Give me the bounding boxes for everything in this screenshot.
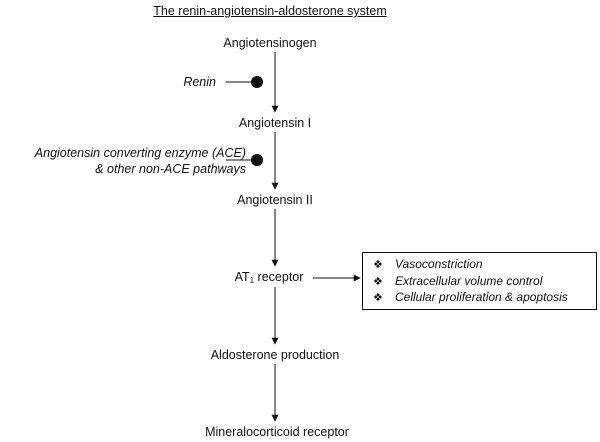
node-angiotensin-1: Angiotensin I [238,116,312,130]
label-ace-line1: Angiotensin converting enzyme (ACE) [34,146,246,160]
effect-item: ❖ Vasoconstriction [373,257,596,274]
effect-label: Cellular proliferation & apoptosis [395,290,568,304]
node-mineralocorticoid-receptor: Mineralocorticoid receptor [205,425,349,439]
inhibitor-dot-renin [251,76,263,88]
diamond-four-bullet-icon: ❖ [373,275,383,288]
effect-label: Extracellular volume control [395,273,543,288]
node-angiotensin-2: Angiotensin II [237,193,313,207]
inhibitor-dot-ace [251,154,263,166]
node-at1-receptor: AT1 receptor [235,270,304,288]
label-ace-line2: & other non-ACE pathways [95,162,246,176]
diagram-title: The renin-angiotensin-aldosterone system [153,4,387,18]
effect-item: ❖ Extracellular volume control [373,274,596,291]
node-aldosterone-production: Aldosterone production [210,348,340,362]
effect-item: ❖ Cellular proliferation & apoptosis [373,290,596,307]
diamond-four-bullet-icon: ❖ [373,292,383,304]
effects-box: ❖ Vasoconstriction ❖ Extracellular volume … [362,252,597,310]
effects-list: ❖ Vasoconstriction ❖ Extracellular volume … [363,253,596,307]
node-angiotensinogen: Angiotensinogen [223,36,317,50]
label-renin: Renin [183,75,216,89]
effect-label: Vasoconstriction [395,257,483,271]
diamond-four-bullet-icon: ❖ [373,259,383,271]
at1-suffix: receptor [254,270,304,284]
at1-subscript: 1 [249,276,255,285]
at1-prefix: AT [234,270,250,284]
